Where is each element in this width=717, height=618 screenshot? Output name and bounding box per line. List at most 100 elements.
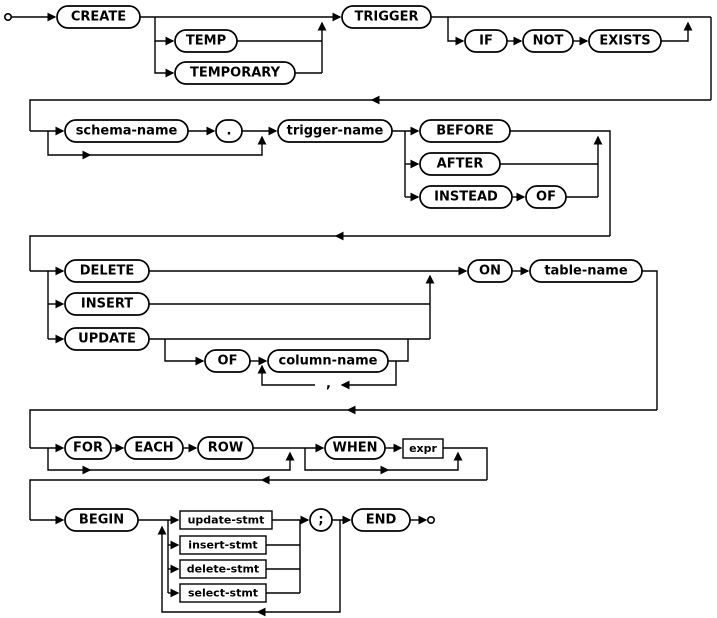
- temp-keyword-label: TEMP: [186, 34, 226, 49]
- bypass-wire: [388, 451, 463, 471]
- node-table-name: table-name: [529, 259, 643, 283]
- delete-keyword-label: DELETE: [80, 264, 135, 279]
- node-each: EACH: [124, 436, 184, 460]
- update-keyword-label: UPDATE: [78, 332, 136, 347]
- loop-wire: [157, 525, 258, 613]
- on-keyword-box: [467, 259, 513, 283]
- node-delete-stmt: delete-stmt: [179, 559, 267, 579]
- node-instead: INSTEAD: [419, 185, 513, 209]
- semicolon-label: ;: [318, 513, 323, 528]
- node-select-stmt: select-stmt: [179, 583, 267, 603]
- wrap-wire: [29, 409, 348, 448]
- table-name-box: [529, 259, 643, 283]
- end-terminal-icon: [426, 515, 435, 524]
- after-keyword-label: AFTER: [437, 157, 484, 172]
- insert-keyword-label: INSERT: [81, 297, 133, 312]
- wire: [154, 17, 175, 46]
- insert-stmt-ref-label: insert-stmt: [188, 539, 257, 552]
- semicolon-box: [309, 508, 333, 532]
- node-of-instead: OF: [525, 185, 567, 209]
- end-keyword-label: END: [366, 513, 397, 528]
- for-keyword-box: [64, 436, 112, 460]
- trigger-keyword-label: TRIGGER: [355, 10, 419, 25]
- node-update: UPDATE: [64, 327, 150, 351]
- node-when: WHEN: [324, 436, 386, 460]
- table-name-label: table-name: [544, 264, 628, 279]
- node-trigger: TRIGGER: [341, 5, 432, 29]
- for-keyword-label: FOR: [73, 441, 103, 456]
- wires-row-5: [30, 515, 435, 617]
- instead-keyword-label: INSTEAD: [434, 190, 498, 205]
- exists-keyword-label: EXISTS: [599, 34, 650, 49]
- insert-stmt-ref-box: [179, 535, 267, 555]
- expr-ref-label: expr: [409, 442, 437, 455]
- wrap-wire: [29, 99, 372, 131]
- bypass-wire: [47, 448, 92, 475]
- wire: [388, 339, 409, 362]
- loop-wire: [257, 364, 315, 386]
- node-temp: TEMP: [174, 29, 238, 53]
- exists-keyword-box: [588, 29, 662, 53]
- trigger-name-box: [277, 119, 393, 143]
- of-keyword-label: OF: [536, 190, 556, 205]
- node-update-stmt: update-stmt: [179, 510, 273, 530]
- create-keyword-label: CREATE: [71, 10, 126, 25]
- if-keyword-label: IF: [479, 34, 493, 49]
- temp-keyword-box: [174, 29, 238, 53]
- loop-wire: [340, 361, 397, 390]
- node-begin: BEGIN: [64, 508, 139, 532]
- wrap-wire: [29, 479, 262, 520]
- trigger-name-label: trigger-name: [287, 124, 384, 139]
- not-keyword-label: NOT: [533, 34, 564, 49]
- schema-name-box: [64, 119, 189, 143]
- node-delete: DELETE: [64, 259, 150, 283]
- wire: [447, 17, 465, 46]
- node-not: NOT: [522, 29, 574, 53]
- instead-keyword-box: [419, 185, 513, 209]
- if-keyword-box: [464, 29, 508, 53]
- bypass-wire: [90, 135, 267, 156]
- insert-keyword-box: [64, 292, 150, 316]
- of-update-keyword-box: [204, 349, 251, 373]
- wire: [661, 21, 693, 42]
- row-keyword-label: ROW: [208, 441, 243, 456]
- begin-keyword-box: [64, 508, 139, 532]
- select-stmt-ref-label: select-stmt: [188, 587, 258, 600]
- node-of-update: OF: [204, 349, 251, 373]
- node-on: ON: [467, 259, 513, 283]
- each-keyword-label: EACH: [134, 441, 173, 456]
- wires-row-4: [29, 443, 488, 520]
- schema-name-label: schema-name: [76, 124, 178, 139]
- node-semicolon: ;: [309, 508, 333, 532]
- wire: [642, 270, 658, 410]
- node-before: BEFORE: [419, 119, 511, 143]
- node-dot: .: [215, 119, 243, 143]
- when-keyword-label: WHEN: [333, 441, 378, 456]
- of-keyword-box: [525, 185, 567, 209]
- after-keyword-box: [419, 152, 501, 176]
- column-name-label: column-name: [279, 354, 378, 369]
- update-keyword-box: [64, 327, 150, 351]
- node-insert-stmt: insert-stmt: [179, 535, 267, 555]
- wire: [164, 339, 205, 366]
- node-schema-name: schema-name: [64, 119, 189, 143]
- bypass-wire: [47, 131, 92, 160]
- column-name-box: [267, 349, 389, 373]
- node-expr: expr: [402, 438, 444, 459]
- bypass-wire: [304, 448, 390, 475]
- create-keyword-box: [56, 5, 141, 29]
- when-keyword-box: [324, 436, 386, 460]
- node-temporary: TEMPORARY: [174, 61, 296, 85]
- begin-keyword-label: BEGIN: [79, 513, 124, 528]
- node-comma: ,: [326, 377, 331, 392]
- node-trigger-name: trigger-name: [277, 119, 393, 143]
- temporary-keyword-label: TEMPORARY: [190, 66, 281, 81]
- comma-separator-label: ,: [326, 377, 331, 392]
- node-after: AFTER: [419, 152, 501, 176]
- of-update-keyword-label: OF: [218, 354, 238, 369]
- wires-row-3: [29, 266, 658, 448]
- temporary-keyword-box: [174, 61, 296, 85]
- select-stmt-ref-box: [179, 583, 267, 603]
